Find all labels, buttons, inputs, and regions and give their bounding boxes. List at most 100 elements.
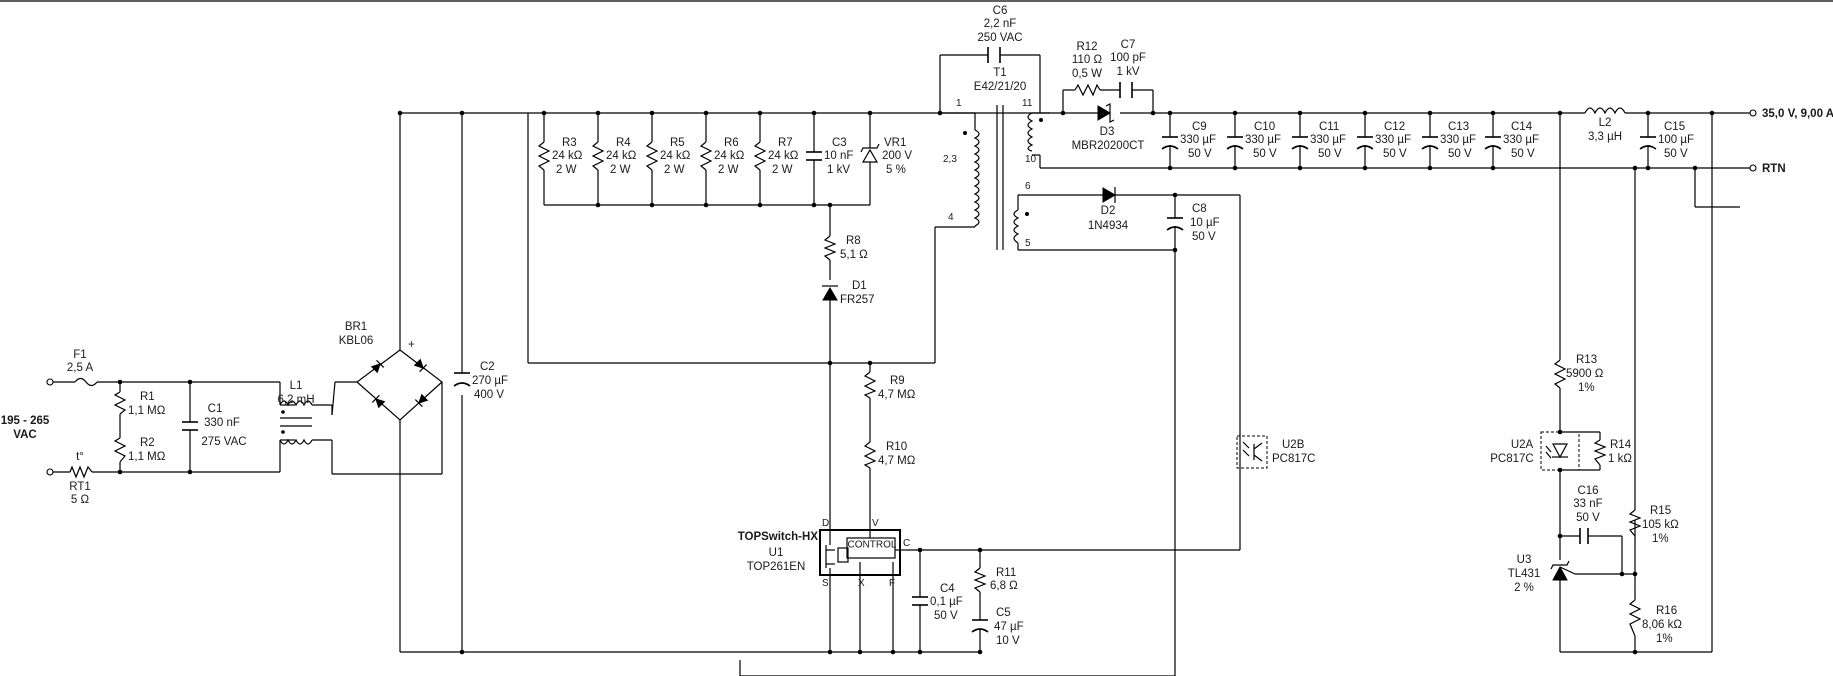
t1-value: E42/21/20	[974, 81, 1026, 93]
resistor-r3	[537, 141, 551, 171]
r15-tolerance: 1%	[1652, 533, 1669, 545]
resistor-r2	[113, 437, 127, 463]
r8-value: 5,1 Ω	[840, 249, 868, 261]
resistor-r10	[863, 441, 877, 469]
r16-ref: R16	[1656, 605, 1677, 617]
capacitor-c10	[1226, 136, 1244, 150]
resistor-r7	[753, 141, 767, 171]
c16-rating: 50 V	[1576, 512, 1600, 524]
terminals	[46, 109, 1757, 476]
u1-pin-x: X	[858, 578, 865, 589]
u1-family: TOPSwitch-HX	[738, 531, 819, 543]
optocoupler-u2a	[1540, 431, 1580, 471]
r9-ref: R9	[890, 375, 905, 387]
d2-value: 1N4934	[1088, 220, 1129, 232]
d3-ref: D3	[1100, 126, 1115, 138]
u1-pin-c: C	[903, 538, 910, 549]
output-terminal-positive[interactable]	[1749, 109, 1757, 117]
u2b-ref: U2B	[1282, 439, 1305, 451]
rt1-symbol: t°	[76, 451, 84, 463]
c10-rating: 50 V	[1253, 148, 1277, 160]
diode-d2	[1102, 187, 1116, 203]
vr1-tolerance: 5 %	[886, 164, 906, 176]
r12-power: 0,5 W	[1072, 68, 1102, 80]
c2-rating: 400 V	[474, 389, 504, 401]
r7-ref: R7	[778, 137, 793, 149]
c15-value: 100 µF	[1658, 134, 1694, 146]
r16-tolerance: 1%	[1656, 633, 1673, 645]
c1-ref: C1	[208, 403, 223, 415]
resistor-r12	[1074, 83, 1101, 97]
r11-ref: R11	[996, 567, 1016, 579]
input-terminal-l[interactable]	[46, 378, 54, 386]
r7-power: 2 W	[772, 164, 793, 176]
u2a-ref: U2A	[1511, 439, 1534, 451]
c15-ref: C15	[1664, 121, 1685, 133]
f1-value: 2,5 A	[67, 362, 94, 374]
c14-ref: C14	[1511, 121, 1533, 133]
input-voltage-unit: VAC	[13, 429, 36, 441]
common-mode-choke-l1	[279, 400, 313, 445]
u1-pin-f: F	[889, 578, 895, 589]
component-labels: 195 - 265 VAC F1 2,5 A t° RT1 5 Ω R1 1,1…	[1, 5, 1833, 647]
capacitor-c11	[1291, 136, 1309, 150]
t1-pin-10: 10	[1025, 154, 1037, 165]
c13-ref: C13	[1448, 121, 1469, 133]
c5-ref: C5	[996, 607, 1011, 619]
c5-rating: 10 V	[996, 635, 1020, 647]
r5-power: 2 W	[664, 164, 685, 176]
capacitor-c3	[806, 151, 822, 161]
c12-value: 330 µF	[1375, 134, 1411, 146]
c3-ref: C3	[832, 137, 847, 149]
u3-part: TL431	[1508, 568, 1541, 580]
r13-value: 5900 Ω	[1566, 368, 1604, 380]
r13-tolerance: 1%	[1578, 382, 1595, 394]
fuse-f1	[74, 377, 98, 387]
r2-ref: R2	[140, 437, 155, 449]
br1-ref: BR1	[345, 321, 367, 333]
r15-ref: R15	[1650, 505, 1671, 517]
output-voltage-label: 35,0 V, 9,00 A	[1762, 108, 1833, 120]
capacitor-c9	[1161, 136, 1179, 150]
capacitor-c14	[1484, 136, 1502, 150]
bridge-rectifier-br1	[356, 349, 443, 421]
r3-ref: R3	[562, 137, 577, 149]
c4-value: 0,1 µF	[930, 596, 963, 608]
input-terminal-n[interactable]	[46, 468, 54, 476]
r10-ref: R10	[886, 441, 907, 453]
capacitor-c5	[971, 619, 989, 633]
r1-value: 1,1 MΩ	[128, 405, 166, 417]
c15-rating: 50 V	[1664, 148, 1688, 160]
c7-ref: C7	[1121, 39, 1136, 51]
c7-value: 100 pF	[1110, 52, 1146, 64]
thermistor-rt1	[69, 465, 93, 479]
c13-rating: 50 V	[1448, 148, 1472, 160]
ic-u1-topswitch	[819, 529, 907, 576]
c14-rating: 50 V	[1511, 148, 1535, 160]
r14-ref: R14	[1610, 439, 1632, 451]
c4-ref: C4	[940, 583, 955, 595]
u1-pin-s: S	[822, 578, 829, 589]
c3-value: 10 nF	[824, 150, 853, 162]
r10-value: 4,7 MΩ	[878, 455, 916, 467]
output-terminal-rtn[interactable]	[1749, 164, 1757, 172]
resistor-r16	[1628, 599, 1642, 637]
resistor-r14	[1593, 439, 1607, 466]
t1-pin-2-3: 2,3	[943, 154, 957, 165]
c10-ref: C10	[1254, 121, 1275, 133]
c16-ref: C16	[1577, 485, 1598, 497]
c13-value: 330 µF	[1440, 134, 1476, 146]
r4-power: 2 W	[610, 164, 631, 176]
r6-ref: R6	[724, 137, 739, 149]
resistor-r11	[973, 567, 987, 593]
c14-value: 330 µF	[1503, 134, 1539, 146]
resistor-r8	[823, 235, 837, 261]
resistor-r4	[591, 141, 605, 171]
c6-ref: C6	[993, 5, 1008, 17]
vr1-value: 200 V	[882, 150, 912, 162]
u1-ref: U1	[769, 547, 784, 559]
t1-pin-6: 6	[1025, 181, 1031, 192]
shunt-regulator-u3	[1550, 560, 1576, 581]
r3-value: 24 kΩ	[552, 150, 583, 162]
r16-value: 8,06 kΩ	[1642, 619, 1682, 631]
